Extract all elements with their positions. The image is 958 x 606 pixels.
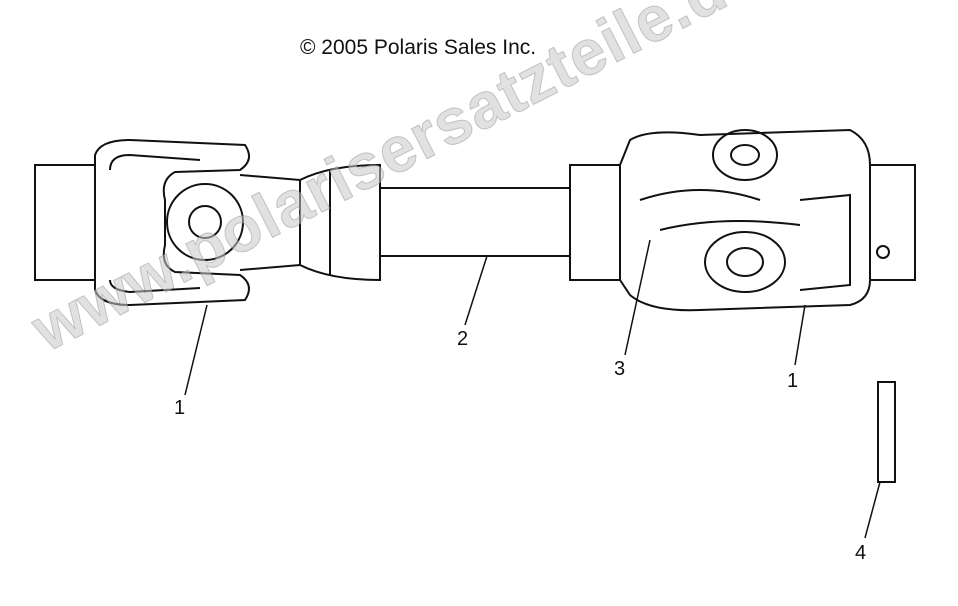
key-pin	[877, 381, 896, 483]
left-yoke-detail	[109, 153, 201, 294]
leader-lines	[184, 239, 881, 539]
callout-4: 4	[855, 542, 867, 564]
right-slip-cylinder	[569, 164, 621, 281]
shaft-tube	[380, 187, 570, 257]
right-u-joint	[569, 128, 916, 312]
callout-3: 3	[614, 358, 626, 380]
callout-1-right: 1	[787, 370, 799, 392]
left-end-cylinder	[34, 164, 96, 281]
callout-1-left: 1	[174, 397, 186, 419]
right-end-cylinder	[869, 164, 916, 281]
right-bearing-cap-bottom	[704, 231, 786, 293]
left-slip-yoke	[239, 163, 381, 282]
left-u-joint	[34, 138, 381, 307]
right-bearing-cap-top	[712, 129, 778, 181]
callout-2: 2	[457, 328, 469, 350]
left-bearing-cap	[166, 183, 244, 261]
copyright: © 2005 Polaris Sales Inc.	[300, 36, 537, 59]
left-yoke	[94, 138, 250, 307]
cross-bearing	[639, 189, 801, 231]
